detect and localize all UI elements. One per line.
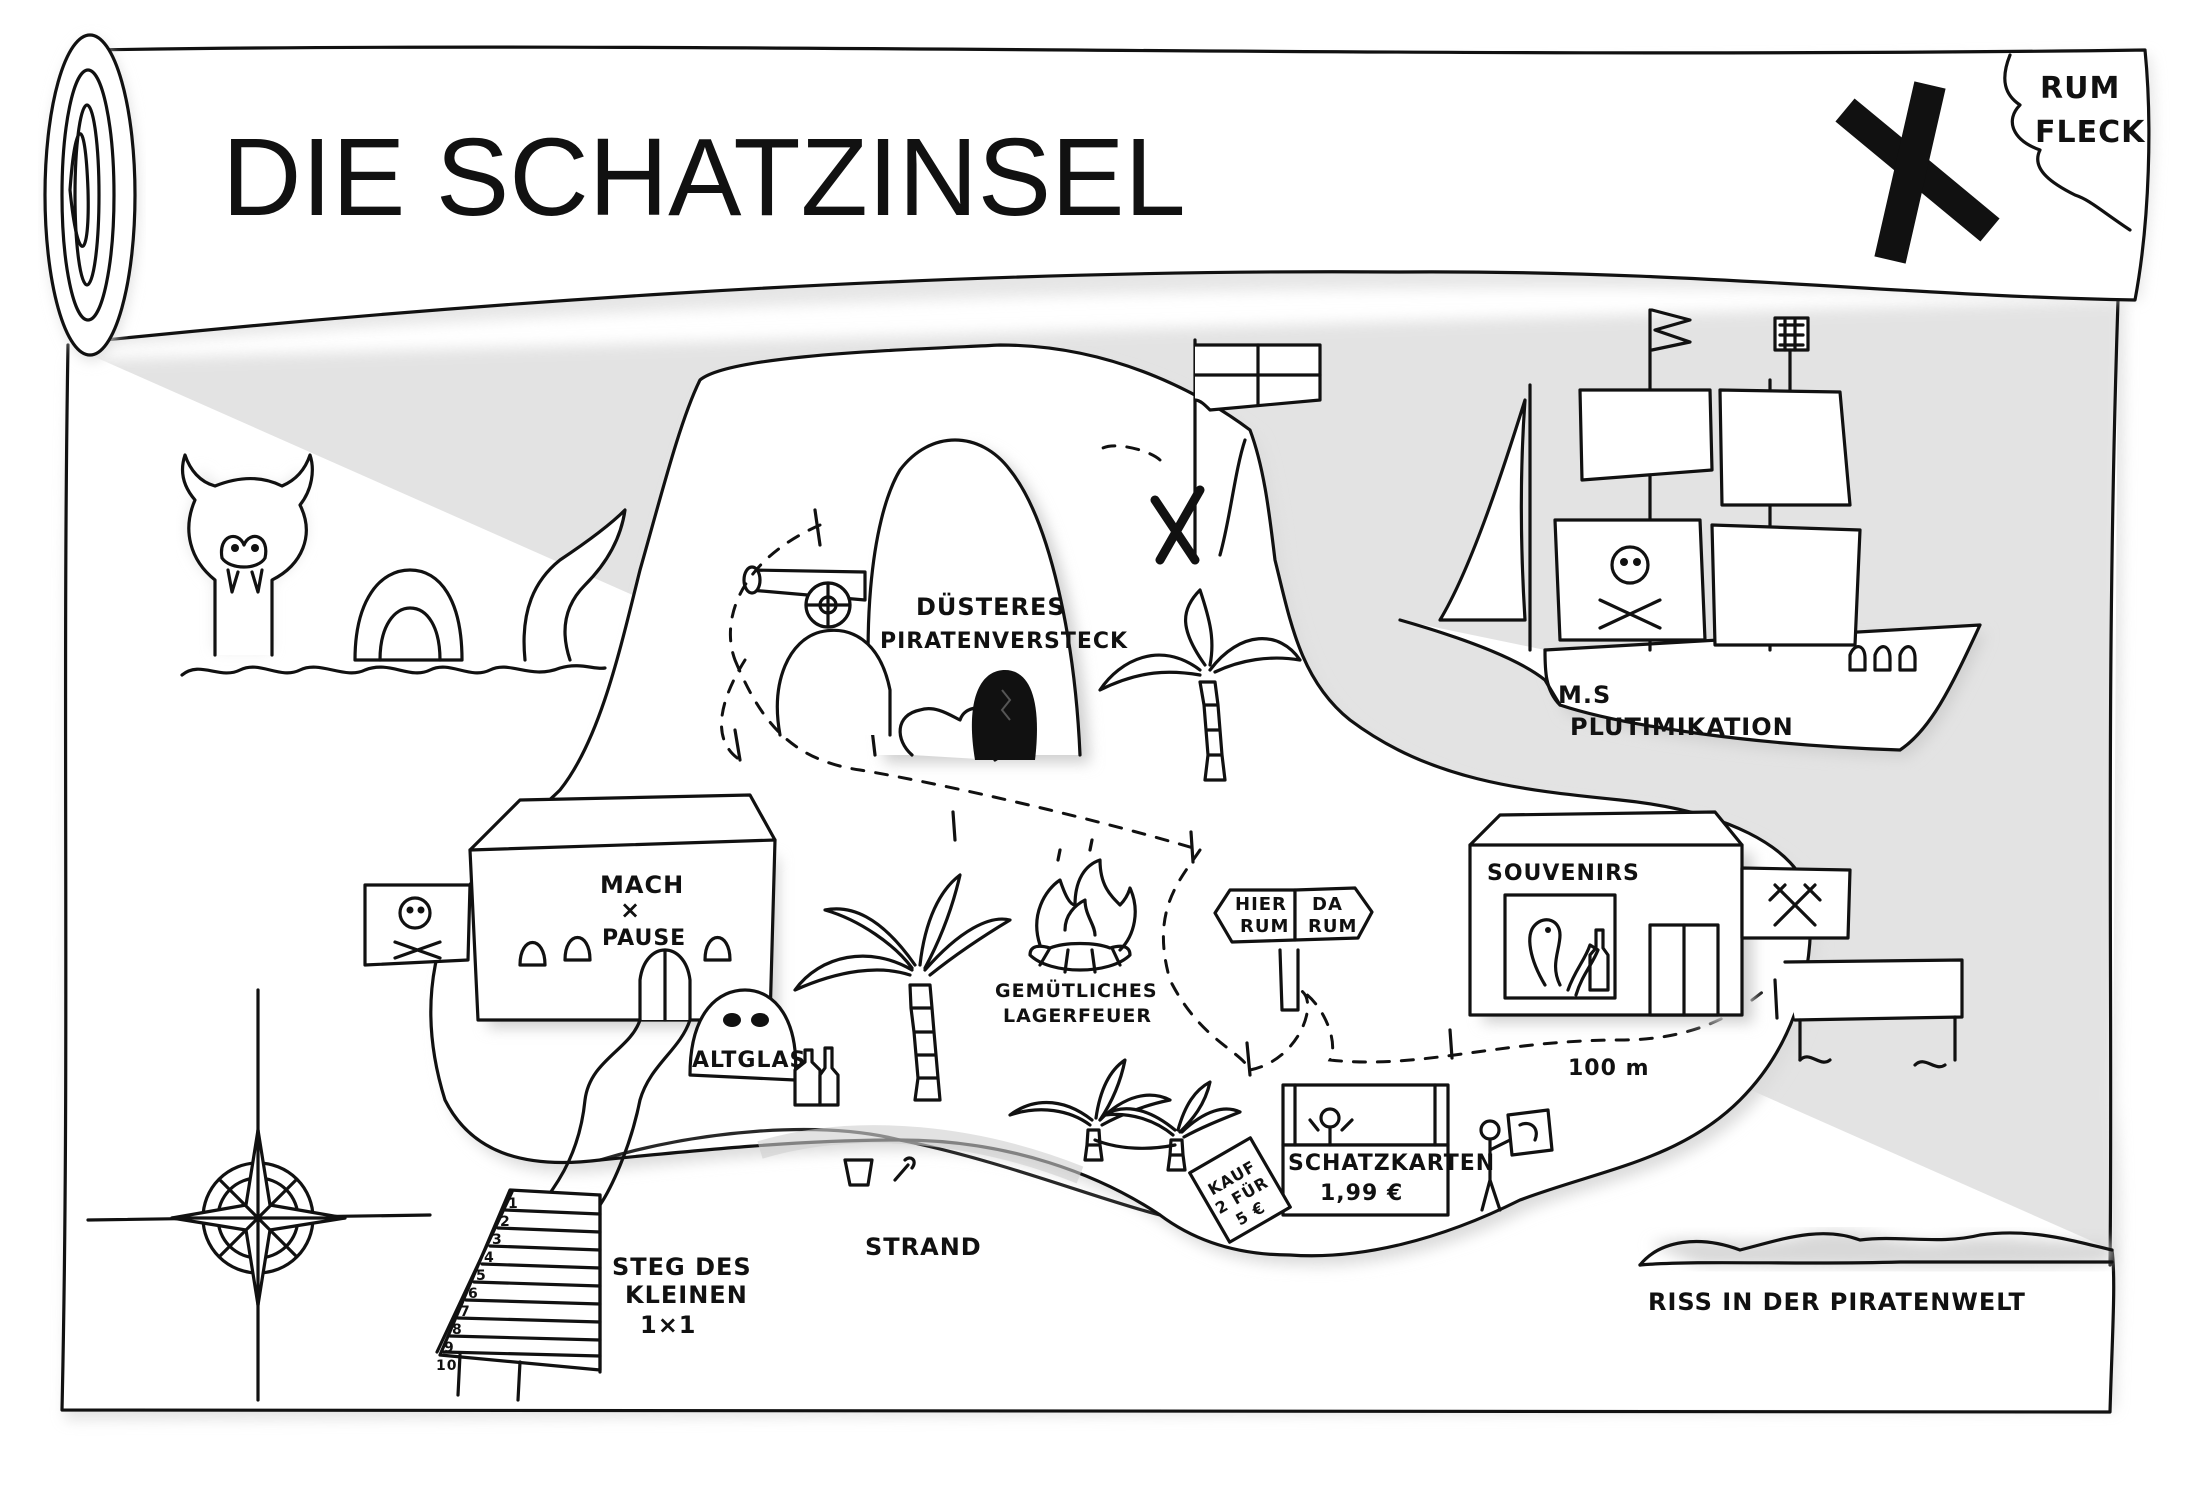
treasure-mark-icon (1150, 485, 1205, 565)
rum-spot-torn-corner (2003, 53, 2132, 232)
rest-house-label-line1: MACH (600, 871, 684, 899)
signpost-left-line1[interactable]: HIER (1235, 894, 1287, 915)
swords-flag-icon (1740, 866, 1852, 940)
cave-label-line2: PIRATENVERSTECK (880, 629, 1128, 654)
map-shop (1281, 1083, 1450, 1217)
pier-step-number: 7 (460, 1304, 471, 1320)
bottle-icon (1566, 928, 1610, 997)
rip-label: RISS IN DER PIRATENWELT (1648, 1288, 2026, 1316)
souvenir-shop (1468, 810, 1753, 1023)
campfire-label-line1: GEMÜTLICHES (995, 978, 1158, 1002)
compass-rose-icon (86, 988, 432, 1402)
map-shop-label-line2: 1,99 € (1320, 1181, 1403, 1206)
signpost-right-line1[interactable]: DA (1312, 894, 1343, 915)
palm-tree-icon (1098, 588, 1302, 782)
pier-step-number: 10 (436, 1358, 457, 1374)
bottle-icon (793, 1046, 840, 1107)
map-shop-label-line1: SCHATZKARTEN (1288, 1151, 1495, 1176)
parrot-icon (1528, 918, 1562, 987)
campfire-label-line2: LAGERFEUER (1003, 1005, 1152, 1027)
pier-step-number: 9 (444, 1340, 455, 1356)
mountain-cave (775, 438, 1090, 763)
scroll-top-roll (88, 45, 2155, 345)
pier-step-number: 2 (500, 1214, 511, 1230)
pier-label-line1: STEG DES (612, 1253, 752, 1281)
palm-tree-icon (1008, 1058, 1242, 1172)
signpost-right-line2[interactable]: RUM (1308, 916, 1357, 937)
souvenir-shop-label: SOUVENIRS (1487, 861, 1640, 886)
beach-label: STRAND (865, 1233, 982, 1261)
ship-label-line2: PLUTIMIKATION (1570, 713, 1794, 741)
ship-label-line1: M.S (1558, 681, 1611, 709)
pier-step-number: 8 (452, 1322, 463, 1338)
glass-label: ALTGLAS (692, 1048, 806, 1073)
signpost-left-line2[interactable]: RUM (1240, 916, 1289, 937)
pirate-ship (1398, 308, 1986, 758)
sea-monster-icon (180, 453, 627, 677)
jetty (1783, 958, 1964, 1069)
campfire-icon (1028, 838, 1137, 974)
rest-house-label-line3: PAUSE (602, 926, 686, 951)
cave-label-line1: DÜSTERES (916, 591, 1066, 621)
pier-step-numbers: 1 2 3 4 5 6 7 8 9 10 (436, 1196, 519, 1374)
rip-in-pirate-world (1638, 1230, 2114, 1268)
footpath (543, 1018, 692, 1207)
rest-house (468, 793, 778, 1028)
signpost (1213, 886, 1374, 1012)
pier-label-line3: 1×1 (640, 1311, 697, 1339)
island-flag (1193, 338, 1322, 557)
scroll-left-roll (43, 33, 137, 360)
glass-container (688, 988, 798, 1082)
sand-bucket-icon (843, 1156, 916, 1187)
pier (435, 1188, 602, 1402)
corner-label-rum: RUM (2040, 71, 2120, 106)
person-icon (1479, 1108, 1554, 1212)
palm-tree-icon (793, 873, 1012, 1102)
pier-step-number: 1 (508, 1196, 519, 1212)
corner-label-fleck: FLECK (2035, 115, 2146, 150)
distance-label: 100 m (1568, 1056, 1650, 1081)
skull-flag-icon (363, 883, 472, 967)
pier-step-number: 3 (492, 1232, 503, 1248)
treasure-x-icon (1835, 81, 2000, 264)
treasure-trail (720, 444, 1779, 1077)
pier-step-number: 6 (468, 1286, 479, 1302)
map-title: DIE SCHATZINSEL (222, 116, 1186, 239)
pier-label-line2: KLEINEN (625, 1281, 748, 1309)
offer-sign (1188, 1136, 1292, 1244)
rest-house-label-line2: × (620, 896, 641, 924)
pier-step-number: 5 (476, 1268, 487, 1284)
cannon-icon (742, 565, 867, 629)
pier-step-number: 4 (484, 1250, 495, 1266)
